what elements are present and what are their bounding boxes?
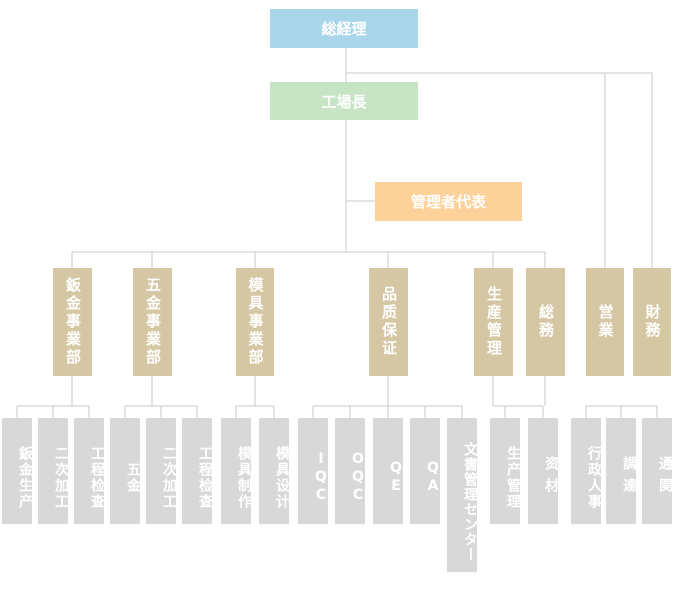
dept-sales: 営業	[586, 268, 624, 376]
unit-customs: 通関	[642, 418, 673, 524]
dept-production-control: 生産管理	[474, 268, 513, 376]
unit-hardware: 五金	[110, 418, 141, 524]
unit-process-inspection-2: 工程检查	[182, 418, 213, 524]
dept-finance: 財務	[633, 268, 671, 376]
unit-secondary-processing: 二次加工	[38, 418, 69, 524]
dept-hardware: 五金事業部	[133, 268, 172, 376]
unit-production-management: 生产管理	[490, 418, 521, 524]
unit-iqc: IQC	[298, 418, 329, 524]
unit-materials: 资材	[528, 418, 559, 524]
unit-qa: QA	[410, 418, 441, 524]
dept-quality-assurance: 品质保证	[369, 268, 408, 376]
node-general-manager: 総経理	[270, 9, 418, 48]
unit-administration-hr: 行政人事	[571, 418, 602, 524]
unit-process-inspection: 工程检查	[74, 418, 105, 524]
unit-qe: QE	[373, 418, 404, 524]
unit-secondary-processing-2: 二次加工	[146, 418, 177, 524]
node-plant-manager: 工場長	[270, 82, 418, 120]
unit-sheet-metal-production: 鈑金生产	[2, 418, 33, 524]
unit-document-control-center: 文書管理センター	[447, 418, 478, 572]
unit-oqc: OQC	[335, 418, 366, 524]
node-management-representative: 管理者代表	[375, 182, 522, 221]
unit-procurement: 調達	[606, 418, 637, 524]
unit-mold-design: 模具设计	[259, 418, 290, 524]
unit-mold-making: 模具制作	[221, 418, 252, 524]
dept-sheet-metal: 鈑金事業部	[53, 268, 92, 376]
dept-mold: 模具事業部	[236, 268, 274, 376]
dept-general-affairs: 総務	[526, 268, 565, 376]
